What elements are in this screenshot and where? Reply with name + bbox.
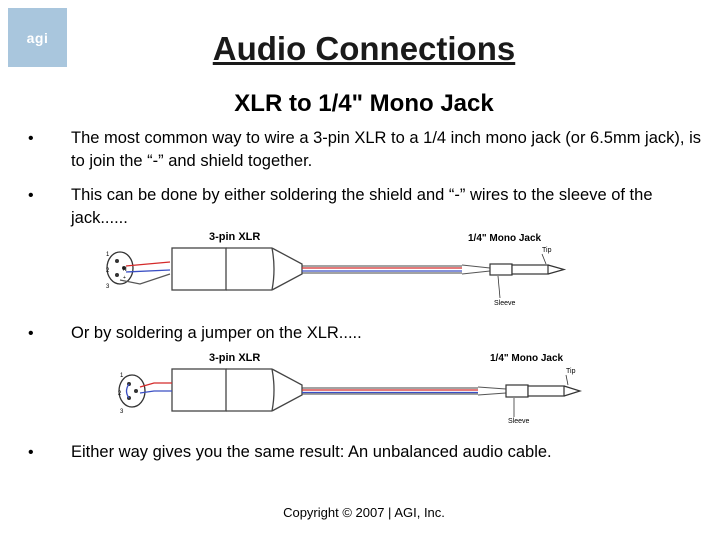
xlr-body — [171, 368, 227, 412]
logo-text: agi — [26, 29, 49, 46]
xlr-pin — [115, 273, 119, 277]
xlr-face — [118, 374, 146, 408]
bullet-glyph: • — [28, 130, 34, 147]
wire-red — [125, 261, 171, 267]
wiring-diagram-jumper: 3-pin XLR 1/4" Mono Jack Tip Sleeve 1 2 … — [118, 352, 583, 425]
tip-label: Tip — [542, 247, 552, 254]
xlr-pin — [134, 389, 138, 393]
jack-sleeve — [489, 263, 513, 276]
bullet-text: Either way gives you the same result: An… — [71, 443, 552, 461]
jack-label: 1/4" Mono Jack — [490, 353, 564, 364]
pin-number: 3 — [106, 284, 110, 290]
xlr-body — [171, 247, 227, 291]
pin-number: 1 — [106, 252, 110, 258]
bullet-item: • Either way gives you the same result: … — [28, 441, 703, 464]
jack-label: 1/4" Mono Jack — [468, 233, 542, 244]
wire-blue — [125, 269, 171, 273]
wire-shield — [119, 273, 171, 285]
xlr-label: 3-pin XLR — [209, 231, 260, 243]
tip-label: Tip — [566, 368, 576, 375]
xlr-strain-relief — [271, 247, 303, 291]
sleeve-label: Sleeve — [508, 418, 530, 425]
jack-shaft — [511, 264, 549, 275]
bullet-glyph: • — [28, 325, 34, 342]
bullet-text: The most common way to wire a 3-pin XLR … — [71, 129, 701, 170]
pin-number: 3 — [120, 409, 124, 415]
bullet-item: • The most common way to wire a 3-pin XL… — [28, 127, 703, 173]
page-title: Audio Connections — [212, 30, 516, 67]
xlr-strain-relief — [271, 368, 303, 412]
xlr-face — [106, 251, 134, 285]
agi-logo: agi — [8, 8, 67, 67]
bullet-glyph: • — [28, 187, 34, 204]
bullet-text: This can be done by either soldering the… — [71, 186, 653, 227]
page-subtitle: XLR to 1/4" Mono Jack — [234, 90, 494, 117]
bullet-text: Or by soldering a jumper on the XLR..... — [71, 324, 362, 342]
xlr-pin — [122, 266, 126, 270]
xlr-label: 3-pin XLR — [209, 352, 260, 364]
jack-shaft — [527, 385, 565, 397]
bullet-item: • Or by soldering a jumper on the XLR...… — [28, 322, 703, 345]
pin-number: 1 — [120, 373, 124, 379]
jack-tip — [547, 264, 567, 275]
xlr-jumper — [125, 383, 130, 399]
bullet-glyph: • — [28, 444, 34, 461]
pin-number: 2 — [106, 268, 110, 274]
jack-sleeve — [505, 384, 529, 398]
copyright-footer: Copyright © 2007 | AGI, Inc. — [283, 505, 445, 520]
sleeve-label: Sleeve — [494, 300, 516, 307]
xlr-pin — [115, 259, 119, 263]
bullet-item: • This can be done by either soldering t… — [28, 184, 703, 230]
wiring-diagram-sleeve: 3-pin XLR 1/4" Mono Jack Tip Sleeve 1 2 … — [106, 231, 567, 307]
pin-number: 2 — [118, 391, 122, 397]
pin-mark: + — [123, 275, 126, 281]
pin-mark: N — [123, 267, 127, 273]
jack-tip — [563, 385, 583, 397]
